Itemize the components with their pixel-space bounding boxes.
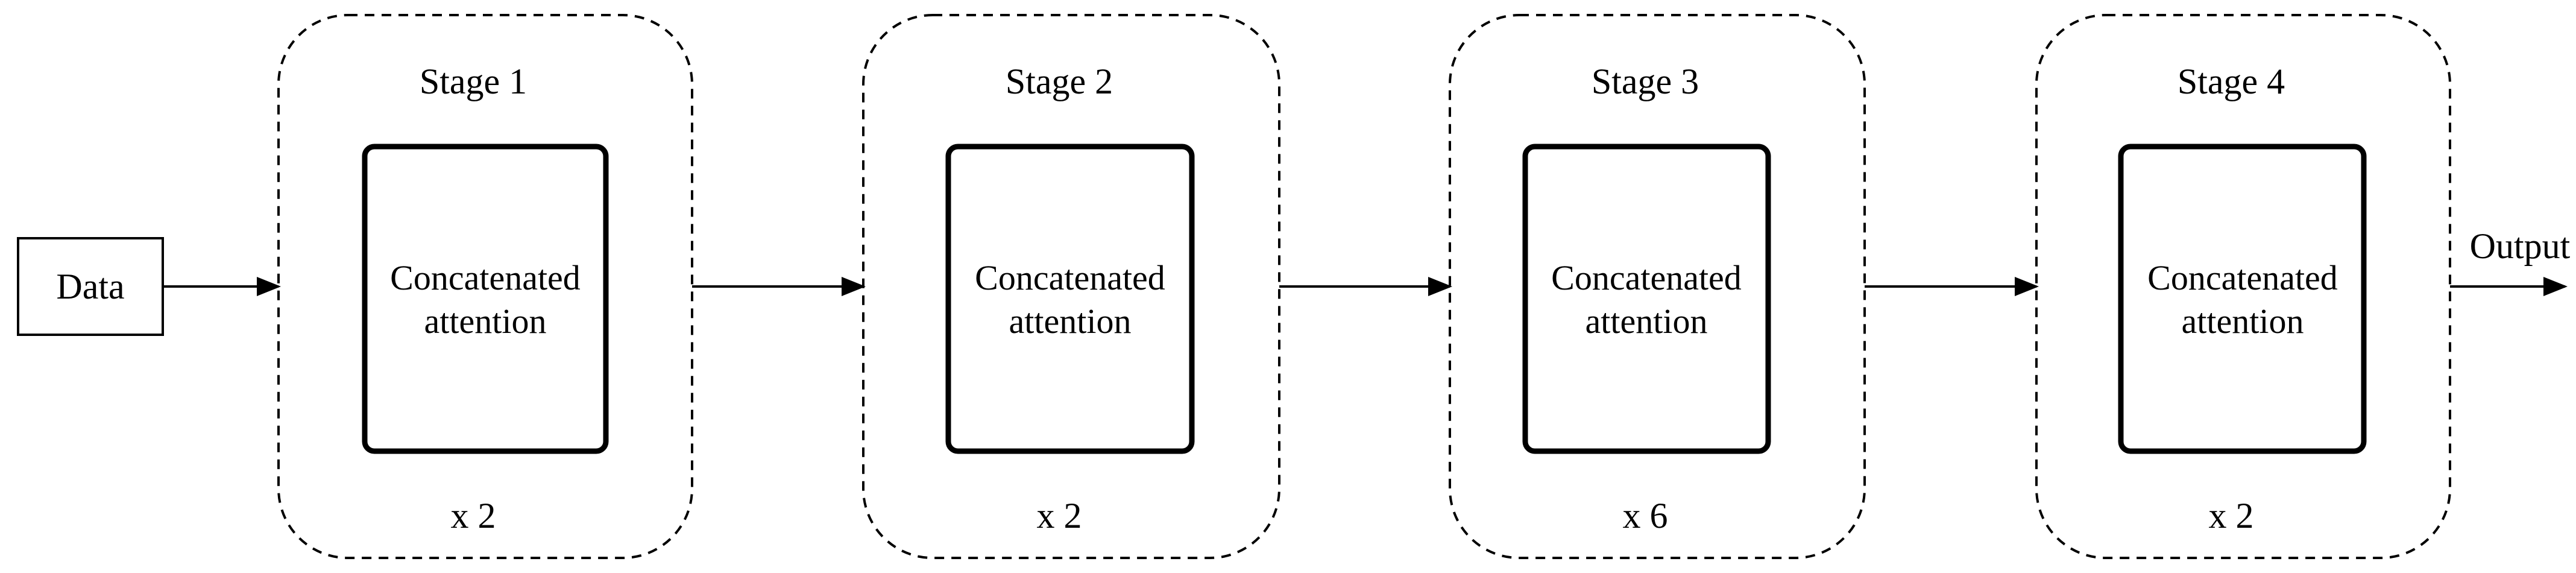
stage-2-block-line2: attention xyxy=(1009,302,1132,341)
stage-2-container xyxy=(862,14,1280,559)
stage-1-container xyxy=(277,14,693,559)
stage-2-title: Stage 2 xyxy=(1006,62,1113,101)
stage-4-block-line2: attention xyxy=(2182,302,2304,341)
stage-4-repeat: x 2 xyxy=(2209,496,2254,536)
stage-3-repeat: x 6 xyxy=(1623,496,1668,536)
stage-4-block-line1: Concatenated xyxy=(2147,258,2338,297)
data-input-box xyxy=(17,237,164,336)
data-input-label: Data xyxy=(56,267,124,306)
stage-1: Stage 1 Concatenated attention x 2 xyxy=(277,14,693,559)
stage-4-attention-block xyxy=(2118,144,2367,454)
stage-1-block-line2: attention xyxy=(424,302,547,341)
stage-1-title: Stage 1 xyxy=(420,62,527,101)
stage-3-title: Stage 3 xyxy=(1592,62,1699,101)
stage-2: Stage 2 Concatenated attention x 2 xyxy=(862,14,1280,559)
stage-3-block-line2: attention xyxy=(1586,302,1708,341)
output-label: Output xyxy=(2470,226,2571,266)
stage-4: Stage 4 Concatenated attention x 2 xyxy=(2035,14,2451,559)
stage-2-attention-block xyxy=(945,144,1195,454)
stage-3-attention-block xyxy=(1522,144,1771,454)
stage-4-container xyxy=(2035,14,2451,559)
stage-1-block-line1: Concatenated xyxy=(390,258,581,297)
stage-2-repeat: x 2 xyxy=(1037,496,1082,536)
stage-3: Stage 3 Concatenated attention x 6 xyxy=(1449,14,1866,559)
stage-1-repeat: x 2 xyxy=(451,496,496,536)
stage-4-title: Stage 4 xyxy=(2178,62,2285,101)
stage-3-block-line1: Concatenated xyxy=(1551,258,1742,297)
stage-3-container xyxy=(1449,14,1866,559)
stage-1-attention-block xyxy=(362,144,609,454)
stage-2-block-line1: Concatenated xyxy=(975,258,1165,297)
